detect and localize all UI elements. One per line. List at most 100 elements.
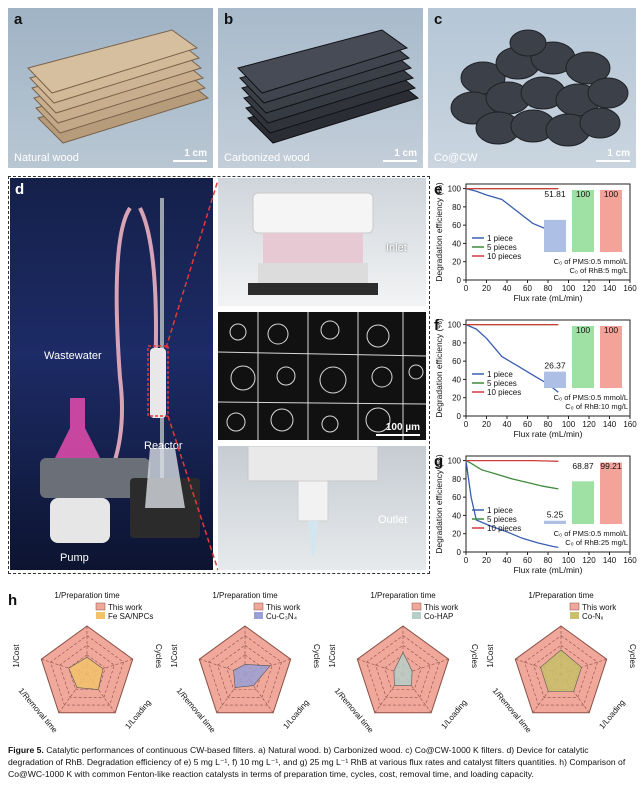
y-tick-label: 80 (452, 339, 461, 348)
legend-label: Cu-C₃N₄ (266, 612, 297, 621)
legend-swatch (253, 602, 264, 611)
x-tick-label: 20 (482, 420, 491, 429)
x-tick-label: 140 (603, 420, 617, 429)
condition-text: C₀ of RhB:25 mg/L (565, 538, 628, 547)
radar-grid-ring (50, 635, 124, 706)
sem-pores-drawing (218, 312, 426, 440)
legend-label: 5 pieces (487, 243, 517, 252)
co-cw-discs-drawing (450, 29, 629, 147)
y-tick-label: 20 (452, 394, 461, 403)
legend-label: 1 piece (487, 370, 513, 379)
legend-label: 1 piece (487, 234, 513, 243)
x-tick-label: 60 (523, 420, 532, 429)
x-tick-label: 100 (562, 284, 576, 293)
y-tick-label: 60 (452, 493, 461, 502)
sem-image: 100 µm (218, 312, 426, 440)
y-tick-label: 60 (452, 221, 461, 230)
inset-bar (600, 462, 622, 524)
scale-bar-b: 1 cm (383, 148, 417, 162)
legend-label: This work (424, 603, 459, 612)
y-tick-label: 20 (452, 530, 461, 539)
inset-bar (600, 190, 622, 252)
panel-letter-f: f (434, 317, 440, 334)
y-tick-label: 40 (452, 375, 461, 384)
x-tick-label: 80 (544, 420, 553, 429)
inset-bar-label: 100 (576, 189, 590, 199)
x-axis-label: Flux rate (mL/min) (514, 293, 583, 303)
condition-text: C₀ of RhB:10 mg/L (565, 402, 628, 411)
co-cw-label: Co@CW (434, 152, 478, 164)
inset-bar (544, 219, 566, 252)
legend-swatch (412, 612, 421, 619)
legend-label: Co-HAP (424, 612, 453, 621)
x-tick-label: 0 (464, 556, 469, 565)
y-tick-label: 60 (452, 357, 461, 366)
y-tick-label: 100 (448, 457, 462, 466)
inlet-drawing (248, 192, 378, 295)
x-tick-label: 160 (623, 284, 637, 293)
radar-comparison-area (233, 664, 271, 688)
inset-bar (544, 371, 566, 388)
radar-h2: 1/Preparation timeCycles1/Cost1/Loading1… (170, 591, 321, 735)
condition-text: C₀ of PMS:0.5 mmol/L (554, 529, 628, 538)
radar-axis-label: 1/Preparation time (370, 591, 436, 600)
photo-outlet: Outlet (218, 446, 426, 570)
panel-letter-c: c (434, 11, 443, 28)
y-tick-label: 0 (457, 412, 462, 421)
y-tick-label: 20 (452, 258, 461, 267)
x-tick-label: 20 (482, 556, 491, 565)
legend-swatch (95, 602, 106, 611)
x-tick-label: 120 (582, 556, 596, 565)
outlet-label: Outlet (378, 514, 408, 526)
y-tick-label: 40 (452, 239, 461, 248)
x-tick-label: 60 (523, 284, 532, 293)
x-tick-label: 40 (503, 556, 512, 565)
legend-label: This work (108, 603, 143, 612)
radar-grid-ring (524, 635, 598, 706)
radar-grid-ring (208, 635, 282, 706)
inset-bar-label: 26.37 (544, 361, 566, 371)
legend-label: 5 pieces (487, 515, 517, 524)
y-tick-label: 80 (452, 475, 461, 484)
radar-h1: 1/Preparation timeCycles1/Cost1/Loading1… (12, 591, 163, 735)
x-tick-label: 0 (464, 420, 469, 429)
inset-bar (572, 481, 594, 524)
series-line-1-piece (465, 460, 559, 549)
legend-label: This work (266, 603, 301, 612)
radar-grid-ring (59, 644, 115, 698)
x-tick-label: 20 (482, 284, 491, 293)
x-tick-label: 140 (603, 284, 617, 293)
natural-wood-drawing (27, 29, 210, 144)
y-axis-label: Degradation efficiency (%) (434, 318, 444, 418)
legend-label: 1 piece (487, 506, 513, 515)
radar-axis-label: 1/Cost (170, 644, 179, 668)
photo-inlet: Inlet (218, 178, 426, 306)
scale-bar-c-text: 1 cm (607, 148, 630, 159)
sem-scale-bar: 100 µm (376, 422, 420, 436)
legend-label: Fe SA/NPCs (108, 612, 153, 621)
radar-grid-ring (375, 644, 431, 698)
inset-bar-label: 68.87 (572, 461, 594, 471)
legend-label: 10 pieces (487, 252, 521, 261)
series-line-10-pieces (466, 459, 559, 462)
x-tick-label: 80 (544, 284, 553, 293)
radar-h3: 1/Preparation timeCycles1/Cost1/Loading1… (328, 591, 479, 735)
wastewater-label: Wastewater (44, 350, 102, 362)
legend-swatch (96, 612, 105, 619)
radar-axis-label: 1/Preparation time (212, 591, 278, 600)
photo-natural-wood: a Natural wood 1 cm (8, 8, 213, 168)
figure-caption: Figure 5. Catalytic performances of cont… (8, 744, 636, 780)
photo-co-cw: c Co@CW 1 cm (428, 8, 636, 168)
natural-wood-label: Natural wood (14, 152, 79, 164)
inset-bar (572, 326, 594, 388)
panel-letter-e: e (434, 181, 442, 198)
radar-grid-ring (68, 654, 106, 690)
legend-label: 10 pieces (487, 524, 521, 533)
panel-letter-b: b (224, 11, 234, 28)
radar-comparison-area (68, 656, 104, 690)
legend-swatch (570, 612, 579, 619)
y-tick-label: 40 (452, 511, 461, 520)
